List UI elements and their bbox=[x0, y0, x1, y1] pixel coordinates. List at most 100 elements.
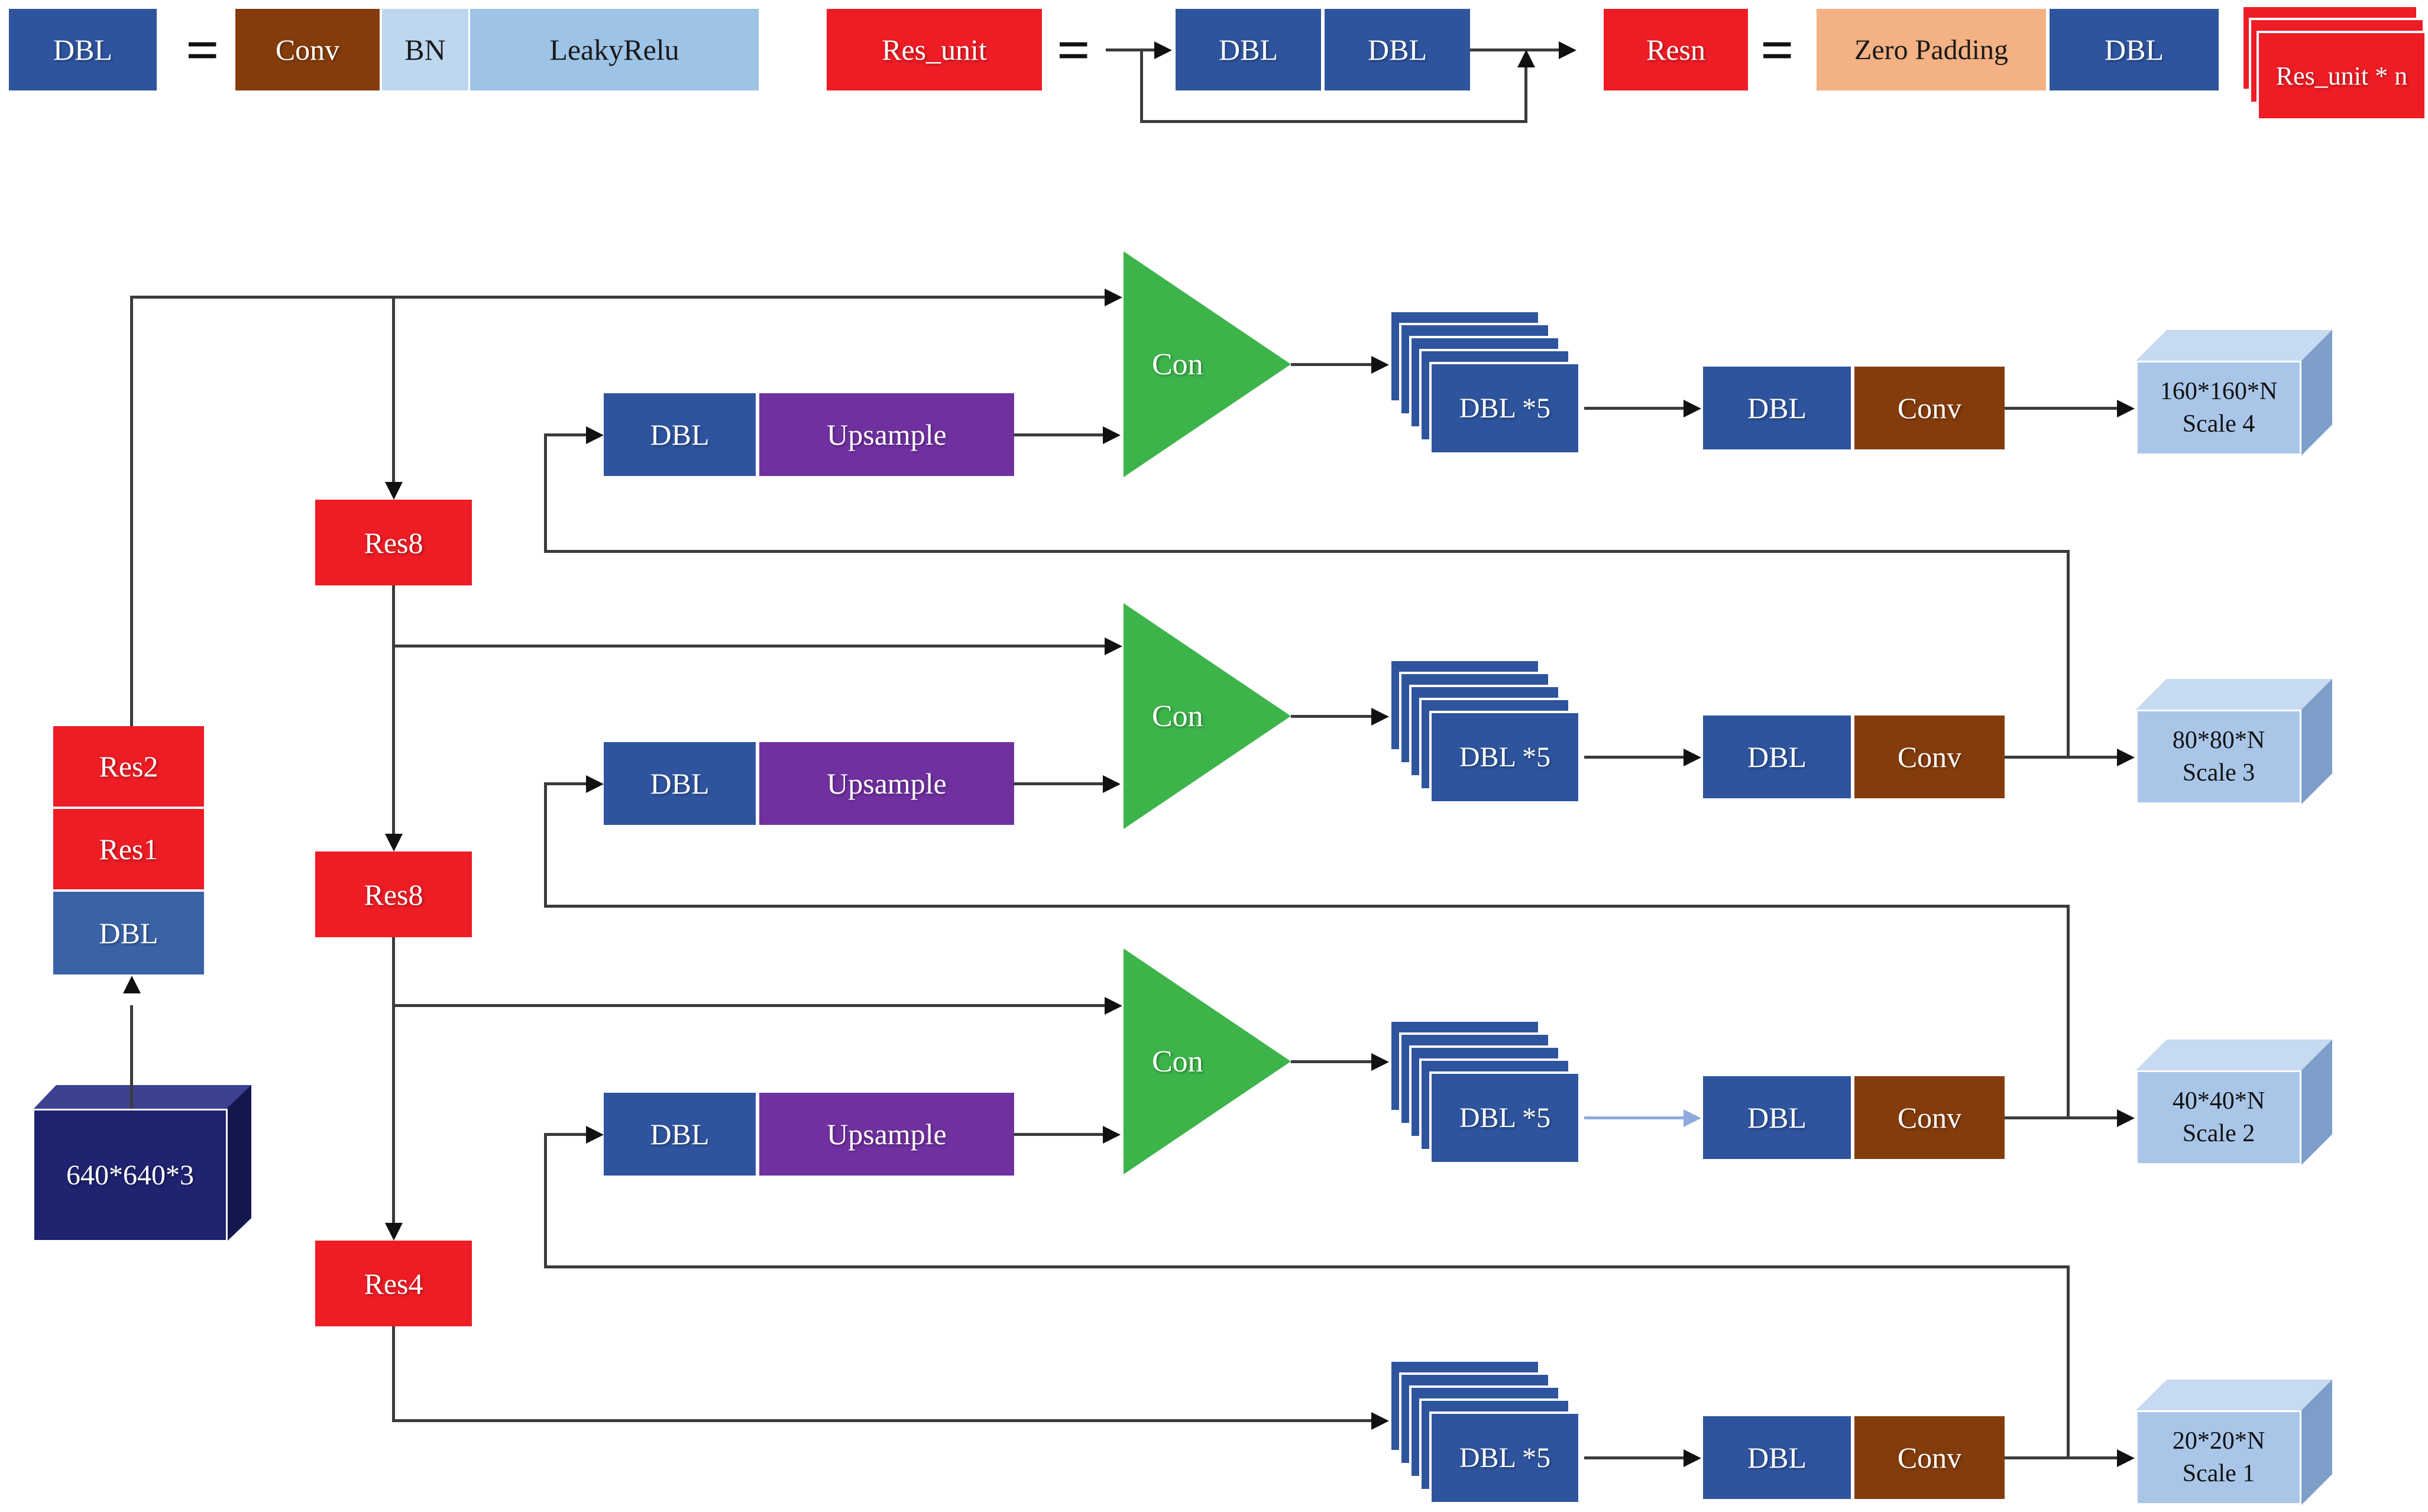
scale-output-front-face-row4: 20*20*N Scale 1 bbox=[2136, 1410, 2301, 1505]
backbone-res8-2-box: Res8 bbox=[315, 851, 472, 937]
upsample-to-con-line-row2 bbox=[1014, 782, 1104, 785]
res4-down-line bbox=[392, 1326, 395, 1422]
dbl5-to-dbl-line-row3 bbox=[1584, 1116, 1685, 1119]
legend-resunit-skip-left bbox=[1140, 50, 1143, 123]
legend-zero-padding-box: Zero Padding bbox=[1817, 9, 2046, 90]
dbl5-to-dbl-line-row2 bbox=[1584, 756, 1685, 759]
input-tensor-front-face: 640*640*3 bbox=[33, 1109, 228, 1242]
head-conv-row1: Conv bbox=[1854, 367, 2005, 449]
loop-in-line-row1 bbox=[544, 433, 587, 436]
legend-equals-3: = bbox=[1760, 17, 1794, 83]
res4-to-row4-arrowhead bbox=[1371, 1412, 1389, 1430]
chain-line-seg2 bbox=[392, 585, 395, 835]
legend-resunit-dbl1-box: DBL bbox=[1176, 9, 1321, 90]
scale-name-row1: Scale 4 bbox=[2182, 410, 2255, 438]
loop-in-arrowhead-row3 bbox=[586, 1126, 604, 1144]
head-dbl-row4: DBL bbox=[1703, 1416, 1851, 1499]
scale-output-front-face-row3: 40*40*N Scale 2 bbox=[2136, 1070, 2301, 1165]
tap-arrowhead-row2 bbox=[1105, 637, 1122, 655]
upsample-row2: Upsample bbox=[759, 742, 1014, 825]
input-to-stack-line bbox=[130, 1005, 133, 1109]
tap-line-row1 bbox=[130, 296, 1107, 299]
backbone-res8-1-box: Res8 bbox=[315, 500, 472, 585]
conv-to-scale-arrowhead-row4 bbox=[2117, 1449, 2135, 1467]
con-apex-line-row1 bbox=[1291, 363, 1374, 366]
loop-right-vline-row1 bbox=[2067, 550, 2070, 758]
input-to-stack-arrowhead bbox=[123, 976, 141, 993]
legend-bn-box: BN bbox=[382, 9, 468, 90]
conv-to-scale-arrowhead-row2 bbox=[2117, 749, 2135, 766]
scale-output-top-face-row3 bbox=[2136, 1040, 2332, 1070]
res2-up-line bbox=[130, 297, 133, 726]
loop-right-vline-row2 bbox=[2067, 905, 2070, 1119]
tap-arrowhead-row1 bbox=[1105, 289, 1122, 306]
loop-in-arrowhead-row2 bbox=[586, 775, 604, 793]
tap-line-row3 bbox=[393, 1004, 1107, 1007]
con-apex-line-row3 bbox=[1291, 1060, 1374, 1063]
legend-resunit-out-line bbox=[1470, 48, 1560, 51]
dbl5-to-dbl-arrowhead-row3 bbox=[1684, 1109, 1701, 1127]
loop-in-line-row3 bbox=[544, 1133, 587, 1136]
backbone-res1-box: Res1 bbox=[53, 809, 204, 889]
chain-arrowhead-res8-2 bbox=[385, 834, 403, 851]
loop-left-vline-row2 bbox=[544, 783, 547, 908]
fpn-dbl-row2: DBL bbox=[604, 742, 756, 825]
input-tensor-side-face bbox=[226, 1085, 251, 1242]
scale-output-row4: 20*20*N Scale 1 bbox=[2136, 1380, 2332, 1505]
head-conv-row4: Conv bbox=[1854, 1416, 2005, 1499]
con-triangle-row1: Con bbox=[1124, 251, 1291, 477]
loop-in-arrowhead-row1 bbox=[586, 426, 604, 444]
backbone-dbl-box: DBL bbox=[53, 892, 204, 974]
scale-dims-row4: 20*20*N bbox=[2172, 1427, 2265, 1455]
dbl5-stack-front-row4: DBL *5 bbox=[1429, 1411, 1581, 1504]
head-conv-row3: Conv bbox=[1854, 1076, 2005, 1159]
legend-equals-1: = bbox=[186, 17, 219, 83]
scale-dims-row1: 160*160*N bbox=[2160, 378, 2278, 406]
legend-resunit-in-line bbox=[1106, 48, 1156, 51]
legend-resn-box: Resn bbox=[1604, 9, 1748, 90]
scale-name-row3: Scale 2 bbox=[2182, 1120, 2255, 1147]
loop-hline-row2 bbox=[544, 905, 2070, 908]
legend-resunit-skip-right bbox=[1524, 66, 1527, 123]
scale-output-row2: 80*80*N Scale 3 bbox=[2136, 679, 2332, 804]
input-tensor-top-face bbox=[33, 1085, 251, 1110]
scale-dims-row2: 80*80*N bbox=[2172, 727, 2265, 755]
scale-output-row1: 160*160*N Scale 4 bbox=[2136, 330, 2332, 455]
loop-left-vline-row3 bbox=[544, 1134, 547, 1268]
con-apex-arrowhead-row1 bbox=[1371, 356, 1389, 374]
upsample-to-con-line-row3 bbox=[1014, 1133, 1104, 1136]
legend-resunit-in-arrowhead bbox=[1154, 41, 1172, 59]
scale-name-row4: Scale 1 bbox=[2182, 1460, 2255, 1487]
loop-left-vline-row1 bbox=[544, 435, 547, 553]
scale-output-top-face-row2 bbox=[2136, 679, 2332, 710]
conv-to-scale-arrowhead-row3 bbox=[2117, 1109, 2135, 1127]
res4-to-row4-line bbox=[392, 1419, 1374, 1422]
upsample-row3: Upsample bbox=[759, 1093, 1014, 1176]
chain-line-seg3 bbox=[392, 937, 395, 1224]
legend-conv-box: Conv bbox=[235, 9, 380, 90]
conv-to-scale-arrowhead-row1 bbox=[2117, 400, 2135, 417]
con-apex-arrowhead-row2 bbox=[1371, 708, 1389, 726]
dbl5-to-dbl-arrowhead-row2 bbox=[1684, 749, 1701, 766]
legend-resunit-skip-arrowhead bbox=[1517, 50, 1535, 67]
legend-res-unit-box: Res_unit bbox=[827, 9, 1042, 90]
upsample-row1: Upsample bbox=[759, 393, 1014, 476]
dbl5-to-dbl-arrowhead-row4 bbox=[1684, 1449, 1701, 1467]
legend-res-unit-stack-front: Res_unit * n bbox=[2257, 31, 2427, 121]
legend-resunit-out-arrowhead bbox=[1559, 41, 1576, 59]
scale-output-top-face-row4 bbox=[2136, 1380, 2332, 1410]
scale-output-front-face-row2: 80*80*N Scale 3 bbox=[2136, 710, 2301, 804]
conv-to-scale-line-row3 bbox=[2005, 1116, 2119, 1119]
scale-output-front-face-row1: 160*160*N Scale 4 bbox=[2136, 361, 2301, 455]
head-conv-row2: Conv bbox=[1854, 715, 2005, 798]
upsample-to-con-arrowhead-row1 bbox=[1103, 426, 1121, 444]
chain-arrowhead-res8-1 bbox=[385, 482, 403, 500]
scale-name-row2: Scale 3 bbox=[2182, 759, 2255, 786]
loop-hline-row3 bbox=[544, 1265, 2070, 1268]
chain-line-seg1 bbox=[392, 297, 395, 483]
con-triangle-row2: Con bbox=[1124, 603, 1291, 829]
scale-output-top-face-row1 bbox=[2136, 330, 2332, 361]
dbl5-stack-front-row1: DBL *5 bbox=[1429, 362, 1581, 455]
fpn-dbl-row3: DBL bbox=[604, 1093, 756, 1176]
